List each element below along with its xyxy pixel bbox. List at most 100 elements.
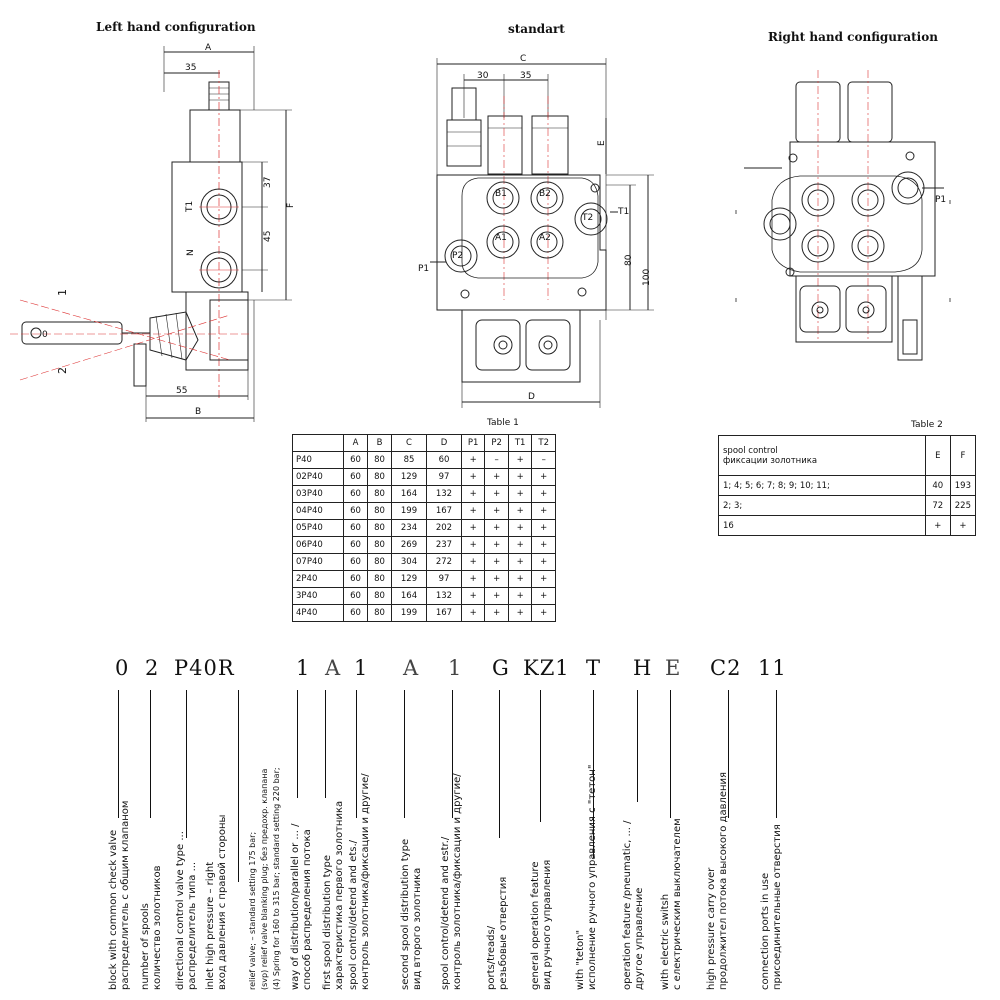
legend-line: присоединительные отверстия: [772, 824, 783, 990]
port-a2-label: A2: [539, 233, 551, 243]
legend-line: ports/treads/: [486, 925, 497, 990]
table1-cell: P40: [292, 451, 344, 469]
code-segment: 0: [115, 656, 130, 680]
legend-line: inlet high pressure – right: [205, 861, 216, 990]
table1-cell: 80: [367, 587, 392, 605]
table1-header: B: [367, 434, 392, 452]
right-config-view: P1: [735, 70, 951, 361]
table1-cell: +: [484, 502, 509, 520]
table-row: 2; 3; 72 225: [718, 495, 977, 516]
table1-cell: 60: [343, 485, 368, 503]
legend-line: исполнение ручного управления с "тетон": [587, 764, 598, 990]
port-t1-label: T1: [185, 201, 195, 213]
port-b2-label: B2: [539, 189, 551, 199]
table2-cell: +: [924, 515, 951, 536]
table1-cell: 60: [343, 604, 368, 622]
table1-cell: 129: [391, 468, 427, 486]
table2-caption: Table 2: [911, 420, 943, 430]
legend-line: first spool distribution type: [322, 855, 333, 990]
table2-header-cell: spool control фиксации золотника: [718, 435, 926, 476]
table1-cell: 164: [391, 485, 427, 503]
technical-drawing: A 35 T1 N 37 45 F: [10, 43, 951, 422]
legend-line: relief valve; – standard setting 175 bar…: [248, 831, 257, 990]
legend-line: распределитель с общим клапаном: [120, 800, 131, 990]
table1-cell: +: [484, 604, 509, 622]
table1-cell: +: [460, 451, 486, 469]
legend-line: вход давления с правой стороны: [217, 814, 228, 990]
port-p2-label: P2: [452, 251, 463, 261]
table1-cell: 60: [343, 570, 368, 588]
table2-header-line1: spool control: [723, 445, 778, 456]
table1-header: P2: [484, 434, 509, 452]
code-segment: G: [492, 656, 510, 680]
code-segment: 2: [145, 656, 160, 680]
legend-line: контроль золотника/фиксации и другие/: [360, 773, 371, 990]
legend-line: spool control/detend and estr./: [440, 836, 451, 990]
table1-cell: 60: [343, 468, 368, 486]
legend-line: directional control valve type ...: [175, 831, 186, 990]
table1-cell: +: [507, 485, 533, 503]
table2-header-line2: фиксации золотника: [723, 455, 818, 466]
table1-cell: 60: [343, 587, 368, 605]
code-leader-line: [499, 690, 500, 838]
lever-position-1: 1: [56, 289, 69, 296]
table1-cell: +: [531, 536, 556, 554]
code-leader-line: [776, 690, 777, 818]
code-leader-line: [325, 690, 326, 798]
legend-line: вид ручного управления: [542, 859, 553, 990]
legend-line: другое управление: [634, 887, 645, 990]
legend-entry: ports/treads/резьбовые отверстия: [486, 877, 510, 990]
legend-line: вид второго золотника: [412, 867, 423, 990]
table1-cell: +: [460, 570, 486, 588]
legend-line: number of spools: [140, 903, 151, 990]
table1-cell: +: [507, 587, 533, 605]
table1-cell: 60: [343, 502, 368, 520]
table1-cell: +: [507, 570, 533, 588]
dim-d-label: D: [528, 392, 535, 402]
table1-cell: 164: [391, 587, 427, 605]
table1-cell: 2P40: [292, 570, 344, 588]
table1-cell: 60: [343, 553, 368, 571]
table1-cell: +: [460, 553, 486, 571]
table1-cell: 60: [425, 451, 462, 469]
legend-entry: relief valve; – standard setting 175 bar…: [247, 767, 283, 990]
legend-line: with "teton": [575, 929, 586, 990]
table-row: 1; 4; 5; 6; 7; 8; 9; 10; 11; 40 193: [718, 475, 977, 496]
table1-cell: 80: [367, 604, 392, 622]
table1-header: [292, 434, 344, 452]
code-leader-line: [150, 690, 151, 818]
table2-header-row: spool control фиксации золотника E F: [718, 435, 977, 476]
port-t2-label: T2: [581, 213, 593, 223]
table1-cell: +: [460, 536, 486, 554]
code-leader-line: [356, 690, 357, 818]
code-segment: A: [325, 656, 342, 680]
table1-cell: +: [507, 468, 533, 486]
table1-cell: +: [531, 570, 556, 588]
table1-cell: 04P40: [292, 502, 344, 520]
table1-cell: +: [507, 553, 533, 571]
dim-55-label: 55: [176, 386, 187, 396]
table1-cell: +: [460, 587, 486, 605]
table1-cell: 132: [425, 485, 462, 503]
dim-a-label: A: [205, 43, 212, 53]
code-leader-line: [238, 690, 239, 882]
code-segment: A: [403, 656, 420, 680]
table2-col-e: E: [924, 435, 951, 476]
table1-cell: 4P40: [292, 604, 344, 622]
table2-cell: 16: [718, 515, 926, 536]
table1-header: T2: [531, 434, 556, 452]
legend-line: general operation feature: [530, 861, 541, 990]
code-segment: H: [633, 656, 653, 680]
table2-cell: 225: [949, 495, 977, 516]
